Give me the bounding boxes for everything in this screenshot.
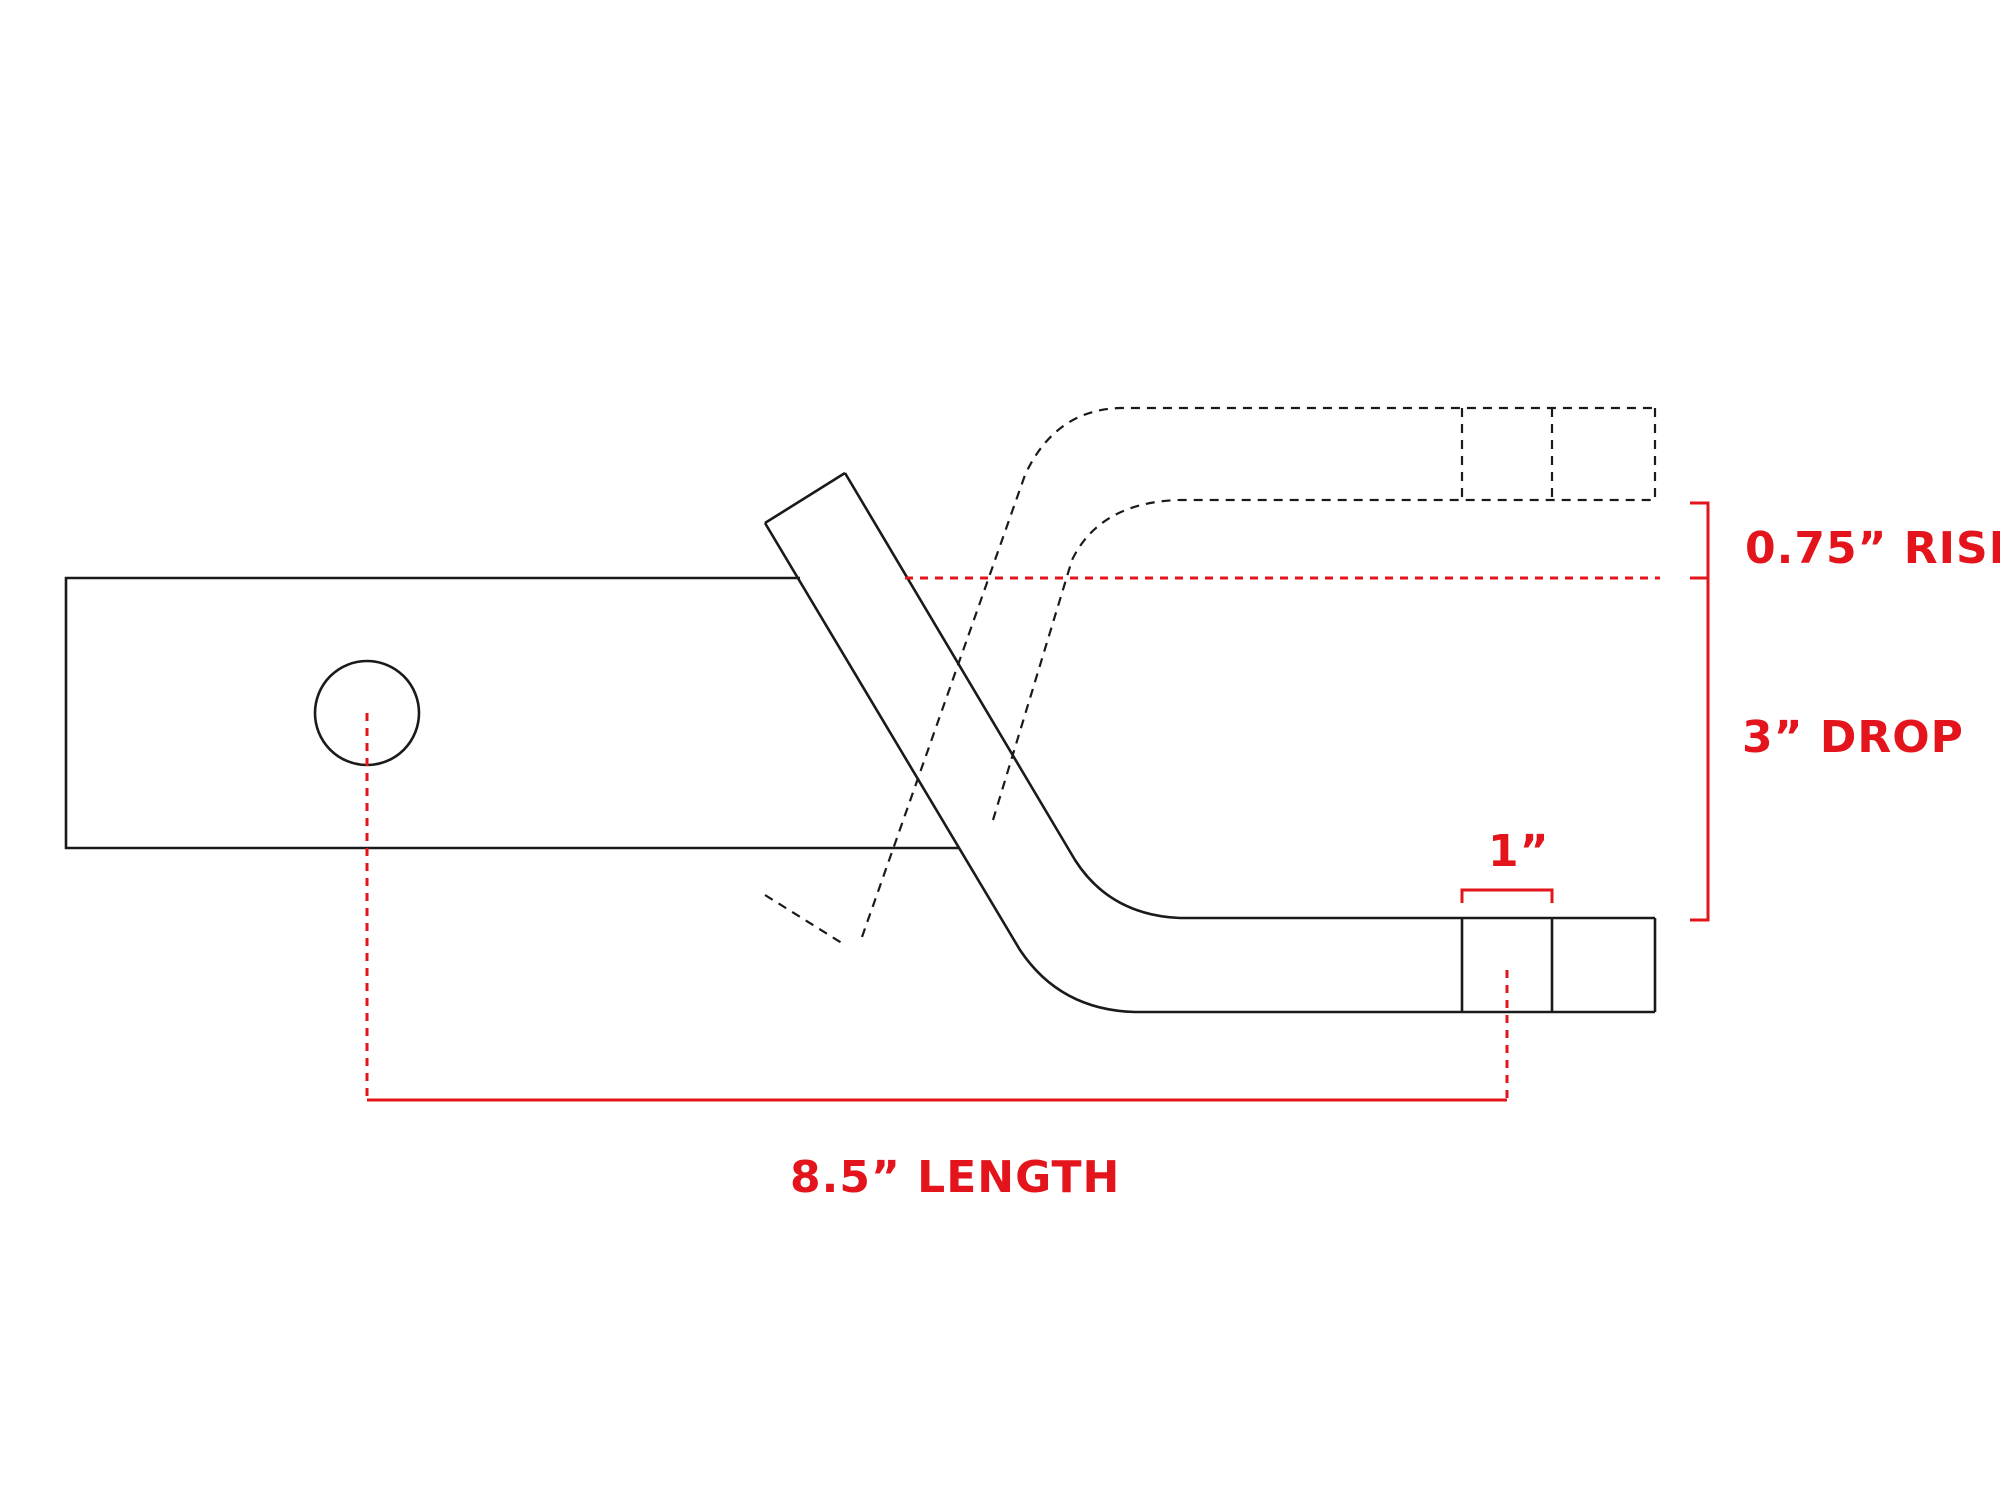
shank-top-cap: [764, 471, 846, 525]
platform-bracket: [1460, 888, 1554, 903]
drop-bracket: [1690, 578, 1710, 922]
drop-shank: [763, 471, 1657, 1014]
shank-inner-edge: [843, 472, 1655, 920]
rise-shank-outer-edge: [860, 406, 1655, 938]
rise-position-outline: [764, 406, 1657, 946]
rise-shank-inner-edge: [991, 498, 1655, 821]
platform-width-label: 1”: [1488, 826, 1550, 877]
shank-outer-edge: [763, 522, 1655, 1014]
receiver-bar: [64, 576, 960, 850]
receiver-bar-outline: [64, 576, 960, 850]
rise-label: 0.75” RISE: [1745, 523, 2000, 574]
drop-label: 3” DROP: [1742, 712, 1964, 763]
rise-shank-stub: [764, 894, 846, 946]
length-label: 8.5” LENGTH: [790, 1152, 1120, 1203]
dimension-lines: [365, 501, 1710, 1102]
rise-bracket: [1690, 501, 1710, 580]
